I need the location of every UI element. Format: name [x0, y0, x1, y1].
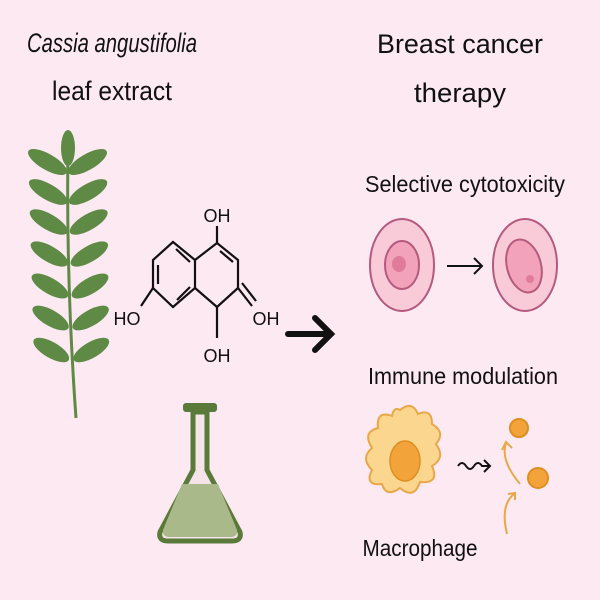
wavy-arrow-icon [457, 459, 492, 473]
leaflet [71, 273, 109, 299]
molecule-oh-bottom: OH [204, 346, 231, 366]
leaflet [28, 179, 68, 205]
macrophage-icon [365, 404, 442, 494]
title-species: Cassia angustifolia [27, 28, 197, 58]
leaflet [68, 179, 108, 205]
leaflet [31, 273, 69, 299]
leaflet [70, 241, 109, 267]
leaflet [33, 337, 70, 363]
leaflet [69, 209, 108, 235]
title-therapy: therapy [414, 78, 507, 108]
section-immune-modulation: Immune modulation [368, 363, 558, 389]
apoptotic-cell-icon [492, 218, 558, 312]
leaflet [30, 241, 69, 267]
leaflet [73, 337, 110, 363]
small-arrow-icon [447, 257, 484, 275]
leaflet [68, 149, 107, 175]
leaflet [72, 305, 109, 331]
leaflet [32, 305, 69, 331]
cancer-cell-icon [369, 218, 435, 312]
leaflet [28, 149, 67, 175]
cytokines-icon [501, 418, 549, 535]
macrophage-label: Macrophage [363, 535, 478, 561]
molecule-oh-right: OH [253, 309, 280, 329]
leaflet [29, 209, 68, 235]
molecule-structure [140, 226, 257, 338]
arrow-right-icon [285, 315, 336, 353]
title-extract: leaf extract [52, 76, 172, 106]
section-selective-cytotoxicity: Selective cytotoxicity [365, 171, 565, 197]
leaf-icon [28, 130, 110, 419]
molecule-oh-top: OH [204, 206, 231, 226]
molecule-ho-left: HO [114, 309, 141, 329]
leaflet-tip [61, 130, 75, 166]
title-breast-cancer: Breast cancer [377, 29, 543, 59]
flask-icon [157, 403, 243, 544]
